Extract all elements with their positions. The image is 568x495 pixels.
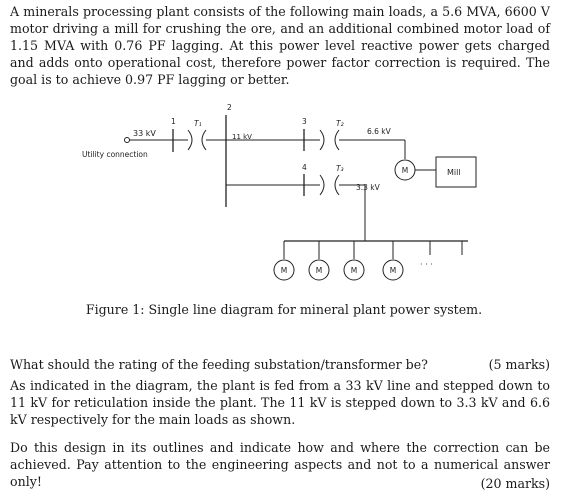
paragraph-2: As indicated in the diagram, the plant i…: [10, 378, 550, 427]
motor-1-label: M: [281, 266, 287, 275]
bus-number-3: 3: [302, 117, 307, 126]
label-t3: T₃: [336, 164, 344, 173]
transformer-t2-primary: [319, 129, 325, 151]
bus-number-4: 4: [302, 163, 307, 172]
single-line-diagram: 33 kV Utility connection 11 kV 6.6 kV 3.…: [82, 103, 477, 281]
figure-caption: Figure 1: Single line diagram for minera…: [85, 302, 483, 317]
motor-4-label: M: [390, 266, 396, 275]
label-utility-connection: Utility connection: [82, 150, 148, 159]
motor-3-label: M: [351, 266, 357, 275]
more-loads-ellipsis: · · ·: [420, 260, 433, 269]
motor-1-icon: [273, 259, 295, 281]
motor-2-icon: [308, 259, 330, 281]
mill-box: [435, 156, 477, 188]
label-t2: T₂: [336, 119, 344, 128]
label-t1: T₁: [194, 119, 202, 128]
bus-number-1: 1: [171, 117, 176, 126]
transformer-t2-secondary: [334, 129, 340, 151]
mill-motor-label: M: [402, 166, 408, 175]
transformer-t3-primary: [319, 174, 325, 196]
label-11kv: 11 kV: [232, 133, 252, 141]
transformer-t1-primary: [187, 129, 193, 151]
label-3-3kv: 3.3 kV: [356, 183, 381, 192]
transformer-t3-secondary: [334, 174, 340, 196]
label-mill: Mill: [447, 168, 461, 177]
question-2-marks: (20 marks): [480, 476, 550, 491]
question-1-marks: (5 marks): [488, 357, 550, 372]
label-33kv: 33 kV: [133, 129, 156, 138]
transformer-t1-secondary: [201, 129, 207, 151]
label-6-6kv: 6.6 kV: [367, 127, 392, 136]
intro-paragraph: A minerals processing plant consists of …: [10, 4, 550, 87]
bus-number-2: 2: [227, 103, 232, 112]
question-1-text: What should the rating of the feeding su…: [10, 357, 428, 372]
question-1: What should the rating of the feeding su…: [10, 356, 550, 373]
motor-2-label: M: [316, 266, 322, 275]
utility-terminal: [124, 137, 130, 143]
motor-3-icon: [343, 259, 365, 281]
paragraph-3: Do this design in its outlines and indic…: [10, 440, 550, 489]
motor-4-icon: [382, 259, 404, 281]
